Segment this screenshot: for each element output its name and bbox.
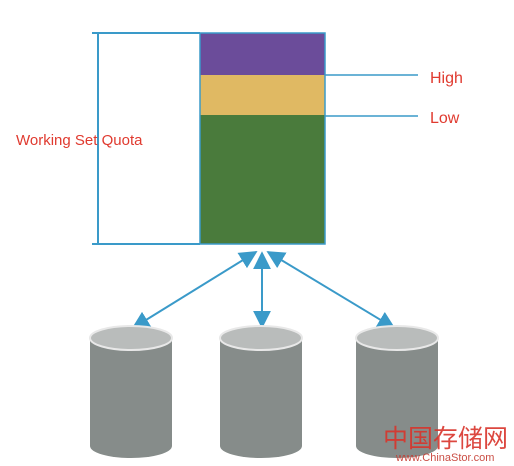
working-set-quota-label: Working Set Quota (16, 132, 143, 149)
quota-bracket (92, 32, 200, 245)
arrow-to-disk-right (266, 251, 396, 329)
high-band (200, 33, 325, 75)
high-label: High (430, 70, 463, 87)
watermark-url: www.ChinaStor.com (395, 452, 494, 464)
arrow-to-disk-left (131, 251, 258, 329)
data-flow-arrows (131, 251, 396, 329)
working-set-block (200, 115, 325, 244)
low-band (200, 75, 325, 115)
watermark-chinese: 中国存储网 (383, 425, 508, 453)
disk-right-icon (355, 325, 439, 458)
disk-middle-icon (219, 325, 303, 458)
column-outline (199, 32, 326, 245)
disk-left-icon (89, 325, 173, 458)
low-label: Low (430, 110, 460, 127)
